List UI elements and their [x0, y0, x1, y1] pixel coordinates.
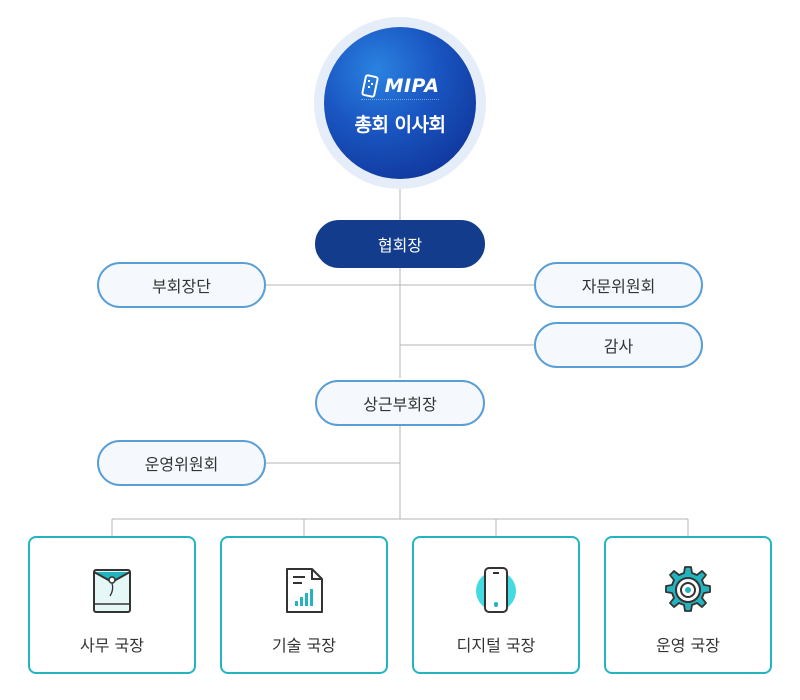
department-card-office[interactable]: 사무 국장: [28, 536, 196, 674]
department-label: 기술 국장: [272, 636, 336, 655]
logo-text: MIPA: [384, 74, 440, 97]
mipa-logo: MIPA: [360, 73, 440, 98]
gear-icon: [665, 566, 711, 612]
advisory-committee-node[interactable]: 자문위원회: [534, 262, 703, 308]
department-label: 운영 국장: [656, 636, 720, 655]
operations-committee-node[interactable]: 운영위원회: [97, 440, 266, 486]
general-assembly-title: 총회 이사회: [354, 113, 446, 136]
logo-tagline-line: [361, 98, 439, 104]
department-card-operations[interactable]: 운영 국장: [604, 536, 772, 674]
general-assembly-node: MIPA 총회 이사회: [324, 27, 476, 179]
department-label: 사무 국장: [80, 636, 144, 655]
audit-node[interactable]: 감사: [534, 322, 703, 368]
department-label: 디지털 국장: [456, 636, 536, 655]
phone-logo-icon: [360, 73, 379, 98]
envelope-icon: [93, 569, 131, 613]
president-node[interactable]: 협회장: [315, 220, 485, 268]
smartphone-icon: [476, 567, 516, 613]
department-card-technology[interactable]: 기술 국장: [220, 536, 388, 674]
standing-vice-president-node[interactable]: 상근부회장: [315, 380, 485, 426]
department-card-digital[interactable]: 디지털 국장: [412, 536, 580, 674]
vice-presidents-node[interactable]: 부회장단: [97, 262, 266, 308]
document-chart-icon: [286, 568, 323, 613]
